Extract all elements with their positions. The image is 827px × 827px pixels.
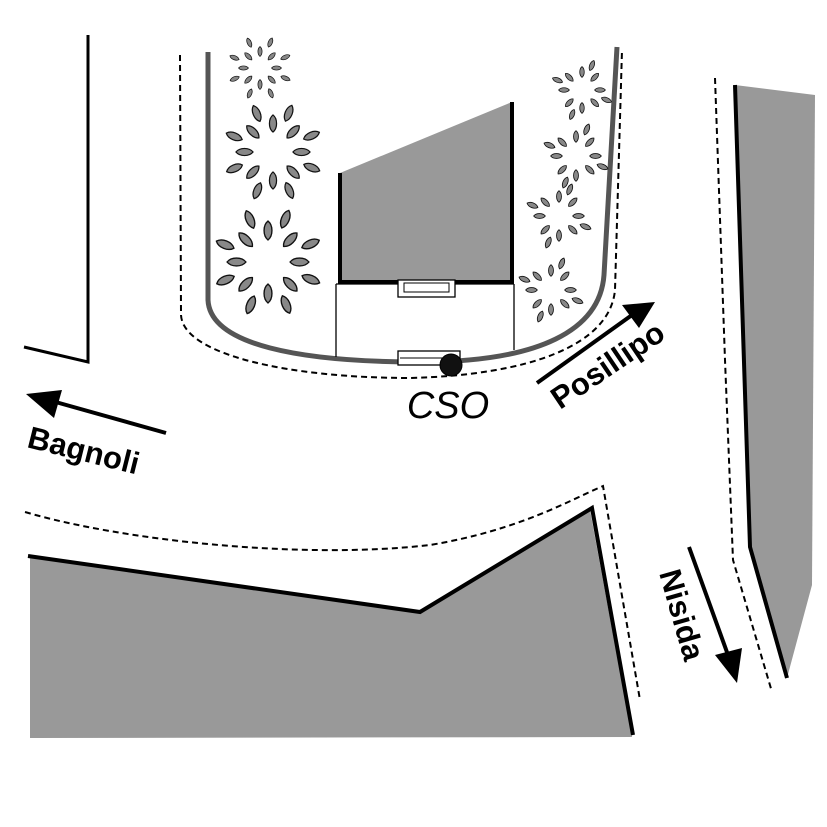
west-building-outline (23, 35, 90, 364)
dot-marker-icon (439, 353, 463, 377)
tree-icon (228, 36, 292, 100)
tree-icon (551, 59, 613, 121)
arrow-icon-nisida (687, 546, 742, 683)
road-label-bagnoli: Bagnoli (24, 420, 143, 481)
central-block (179, 46, 623, 380)
tree-icon (542, 122, 610, 190)
arrow-icon-posillipo (535, 302, 655, 385)
tree-icon (525, 182, 593, 250)
tree-icon (224, 103, 322, 201)
tree-icon (517, 256, 585, 324)
tree-icon (214, 208, 322, 316)
east-building (714, 77, 815, 693)
arrow-icon-bagnoli (26, 390, 167, 435)
south-building (24, 484, 641, 738)
site-label-cso: CSO (407, 385, 489, 427)
